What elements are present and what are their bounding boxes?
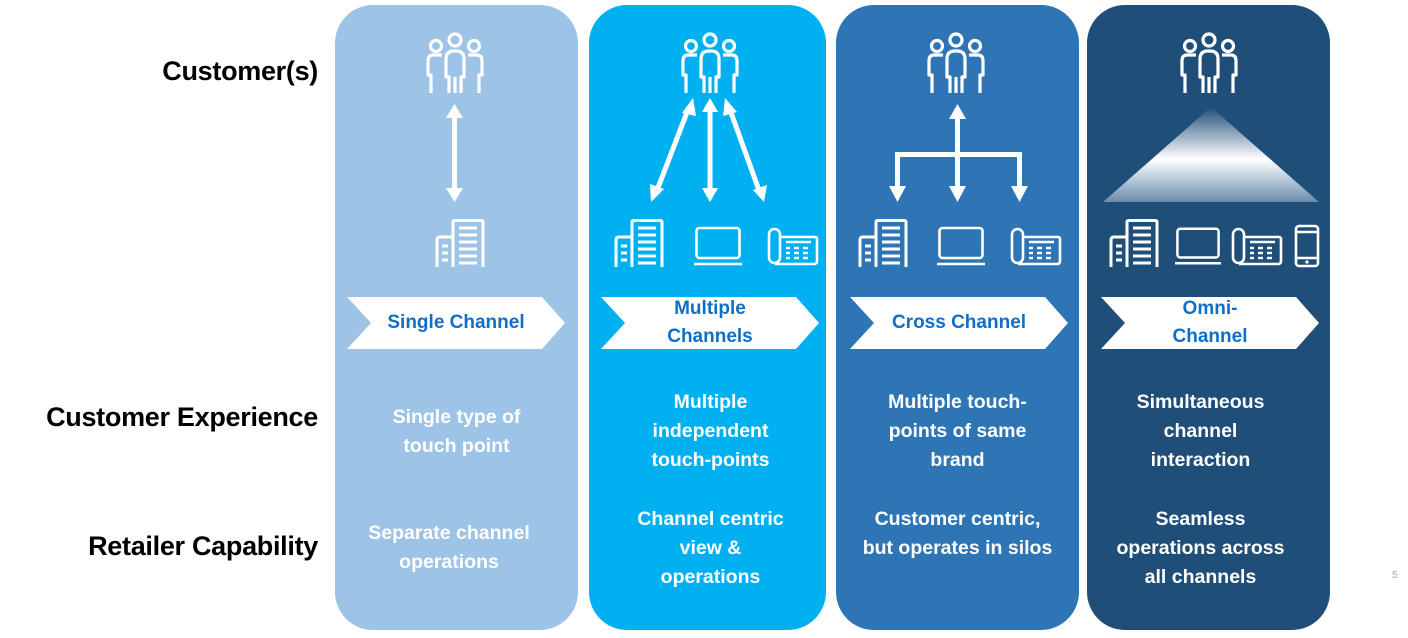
gradient-triangle-icon bbox=[1103, 107, 1319, 202]
laptop-icon bbox=[937, 226, 985, 266]
column-omni-channel: Omni-Channel Simultaneous channel intera… bbox=[1087, 5, 1330, 630]
banner-label: Multiple Channels bbox=[667, 298, 753, 347]
banner-multiple-channels: Multiple Channels bbox=[601, 297, 819, 349]
desk-phone-icon bbox=[767, 227, 819, 266]
customers-icon bbox=[1180, 32, 1238, 95]
capability-text: Customer centric, but operates in silos bbox=[862, 508, 1053, 559]
store-icon bbox=[1109, 219, 1159, 267]
desk-phone-icon bbox=[1010, 227, 1062, 266]
row-label-customer-experience: Customer Experience bbox=[46, 402, 318, 432]
banner-label: Omni-Channel bbox=[1172, 298, 1248, 347]
experience-text: Single type of touch point bbox=[392, 406, 521, 457]
row-label-customers: Customer(s) bbox=[162, 56, 318, 86]
column-multiple-channels: Multiple Channels Multiple independent t… bbox=[589, 5, 826, 630]
single-channel-diagram bbox=[426, 32, 485, 267]
store-icon bbox=[435, 219, 485, 267]
capability-text: Seamless operations across all channels bbox=[1116, 508, 1285, 588]
column-cross-channel: Cross Channel Multiple touch-points of s… bbox=[836, 5, 1079, 630]
capability-text: Channel centric view & operations bbox=[637, 508, 784, 588]
store-icon bbox=[858, 219, 908, 267]
mobile-phone-icon bbox=[1294, 224, 1320, 268]
double-arrow-icon bbox=[446, 104, 463, 202]
multiple-channels-diagram bbox=[614, 32, 819, 267]
banner-cross-channel: Cross Channel bbox=[850, 297, 1068, 349]
banner-label: Cross Channel bbox=[891, 312, 1027, 333]
banner-single-channel: Single Channel bbox=[347, 297, 565, 349]
column-single-channel: Single Channel Single type of touch poin… bbox=[335, 5, 578, 630]
banner-label: Single Channel bbox=[387, 312, 525, 333]
cross-channel-diagram bbox=[858, 32, 1062, 267]
experience-text: Simultaneous channel interaction bbox=[1136, 391, 1265, 471]
row-label-retailer-capability: Retailer Capability bbox=[88, 531, 318, 561]
omni-channel-diagram bbox=[1103, 32, 1320, 268]
laptop-icon bbox=[694, 226, 742, 266]
capability-text: Separate channel operations bbox=[368, 522, 530, 573]
page-number: 5 bbox=[1392, 570, 1398, 581]
experience-text: Multiple touch-points of same brand bbox=[888, 391, 1027, 471]
customers-icon bbox=[426, 32, 484, 95]
laptop-icon bbox=[1175, 227, 1221, 265]
experience-text: Multiple independent touch-points bbox=[651, 391, 770, 471]
banner-omni-channel: Omni-Channel bbox=[1101, 297, 1319, 349]
desk-phone-icon bbox=[1231, 227, 1283, 266]
store-icon bbox=[614, 219, 664, 267]
customers-icon bbox=[681, 32, 739, 95]
three-double-arrows-icon bbox=[650, 98, 767, 202]
branching-arrow-icon bbox=[889, 104, 1028, 202]
customers-icon bbox=[927, 32, 985, 95]
